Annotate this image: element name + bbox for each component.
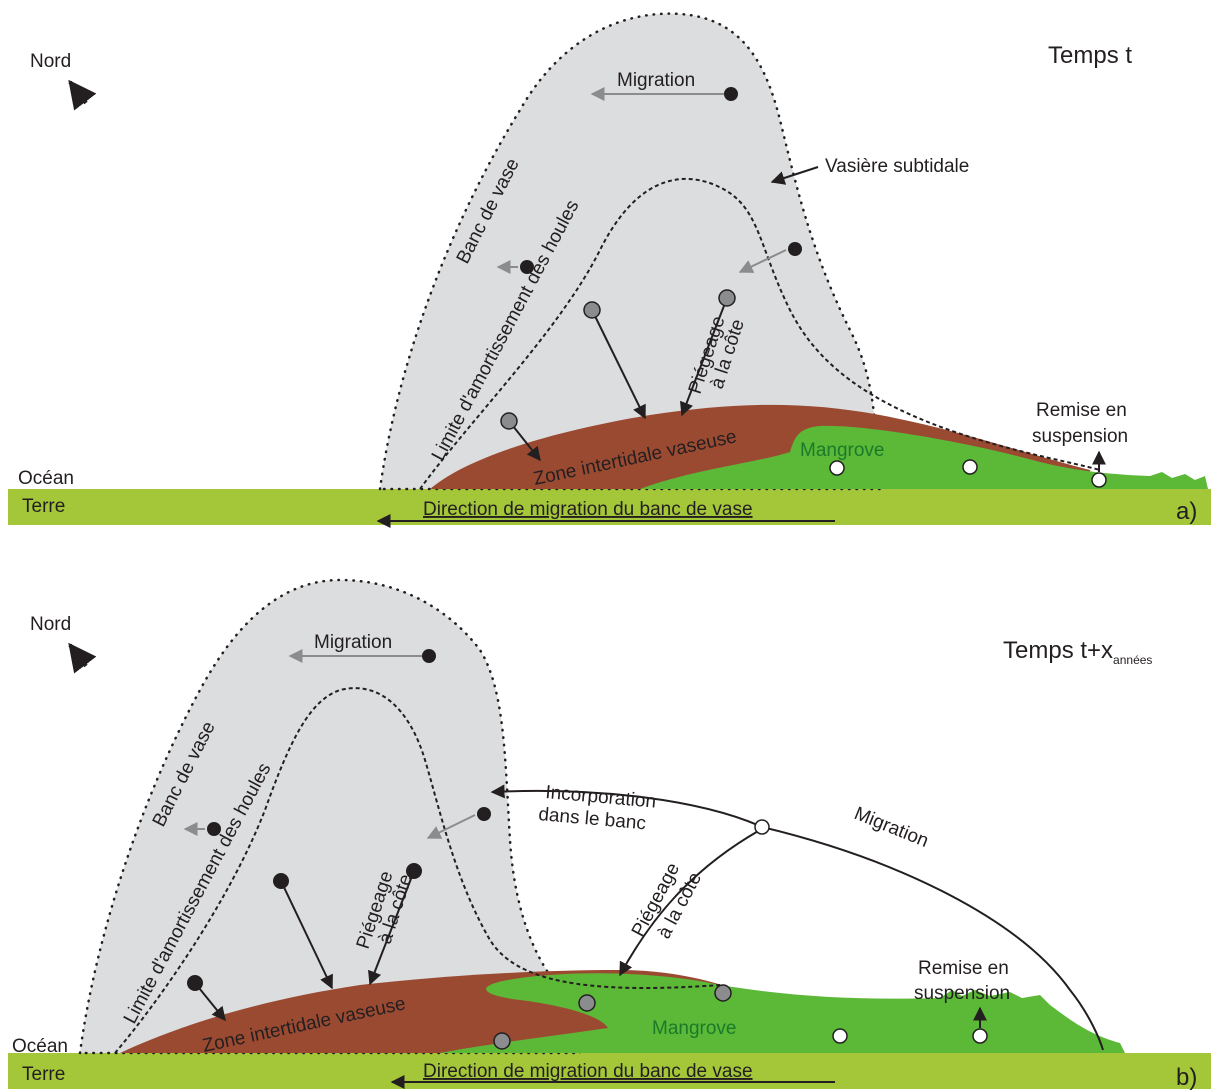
mangrove-label: Mangrove: [800, 440, 885, 461]
trapping-arrow: [619, 829, 761, 977]
land-label: Terre: [22, 1064, 65, 1085]
subtidal-pointer: [770, 166, 819, 185]
grey-particle: [714, 984, 732, 1002]
dark-particle: [422, 649, 436, 663]
trapping-arrow: [368, 870, 415, 986]
grey-arrow: [426, 814, 476, 839]
white-particle: [1091, 472, 1107, 488]
trapping-arrow: [280, 880, 333, 990]
time-label: Temps t+xannées: [1003, 637, 1152, 667]
resuspension-label: Remise en: [918, 958, 1009, 979]
panel-letter: a): [1176, 498, 1197, 525]
subtidal-label: Vasière subtidale: [825, 156, 969, 177]
dark-particle: [207, 822, 221, 836]
wave-damping-limit: [114, 687, 721, 1054]
mud-bank-shape: [78, 578, 582, 1055]
resuspension-label-2: suspension: [1032, 426, 1128, 447]
white-particle: [829, 460, 845, 476]
north-label: Nord: [30, 51, 71, 72]
direction-label: Direction de migration du banc de vase: [423, 499, 753, 520]
dark-particle: [520, 260, 534, 274]
grey-particle: [718, 289, 736, 307]
grey-arrow: [738, 249, 787, 273]
time-label-subscript: années: [1113, 653, 1152, 667]
dark-particle: [187, 975, 203, 991]
dark-particle: [406, 863, 422, 879]
grey-particle: [578, 994, 596, 1012]
white-particle: [832, 1028, 848, 1044]
migration-label: Migration: [314, 632, 392, 653]
mangrove-zone: [440, 973, 1125, 1053]
trapping-arrow: [679, 297, 728, 417]
north-arrow: [68, 642, 97, 674]
north-label: Nord: [30, 614, 71, 635]
dark-particle: [273, 873, 289, 889]
incorporation-arrow: [490, 784, 761, 827]
resuspension-label: Remise en: [1036, 400, 1127, 421]
north-arrow: [68, 79, 97, 111]
mud-bank-shape: [378, 12, 882, 491]
migration-label: Migration: [617, 70, 695, 91]
panel-letter: b): [1176, 1064, 1197, 1091]
white-particle: [972, 1028, 988, 1044]
dark-particle: [477, 807, 491, 821]
wave-damping-limit: [419, 177, 1101, 490]
trapping-arrow: [591, 309, 646, 420]
white-particle: [754, 819, 770, 835]
migration-path: [761, 826, 1104, 1051]
grey-particle: [500, 412, 518, 430]
grey-particle: [493, 1032, 511, 1050]
panel-b: Nord Temps t+xannées Migration Banc de v…: [8, 578, 1211, 1091]
mangrove-zone: [640, 425, 1208, 489]
white-particle: [962, 459, 978, 475]
dark-particle: [788, 242, 802, 256]
land-strip: [8, 489, 1211, 525]
mangrove-label: Mangrove: [652, 1018, 737, 1039]
resuspension-label-2: suspension: [914, 983, 1010, 1004]
ocean-label: Océan: [18, 468, 74, 489]
migration-path-label: Migration: [851, 803, 931, 852]
time-label-base: Temps t+x: [1003, 637, 1113, 664]
direction-label: Direction de migration du banc de vase: [423, 1061, 753, 1082]
ocean-label: Océan: [12, 1036, 68, 1057]
panel-a: Nord Temps t Migration Vasière subtidale…: [8, 12, 1211, 528]
time-label: Temps t: [1048, 42, 1132, 69]
dark-particle: [724, 87, 738, 101]
grey-particle: [583, 301, 601, 319]
land-label: Terre: [22, 496, 65, 517]
